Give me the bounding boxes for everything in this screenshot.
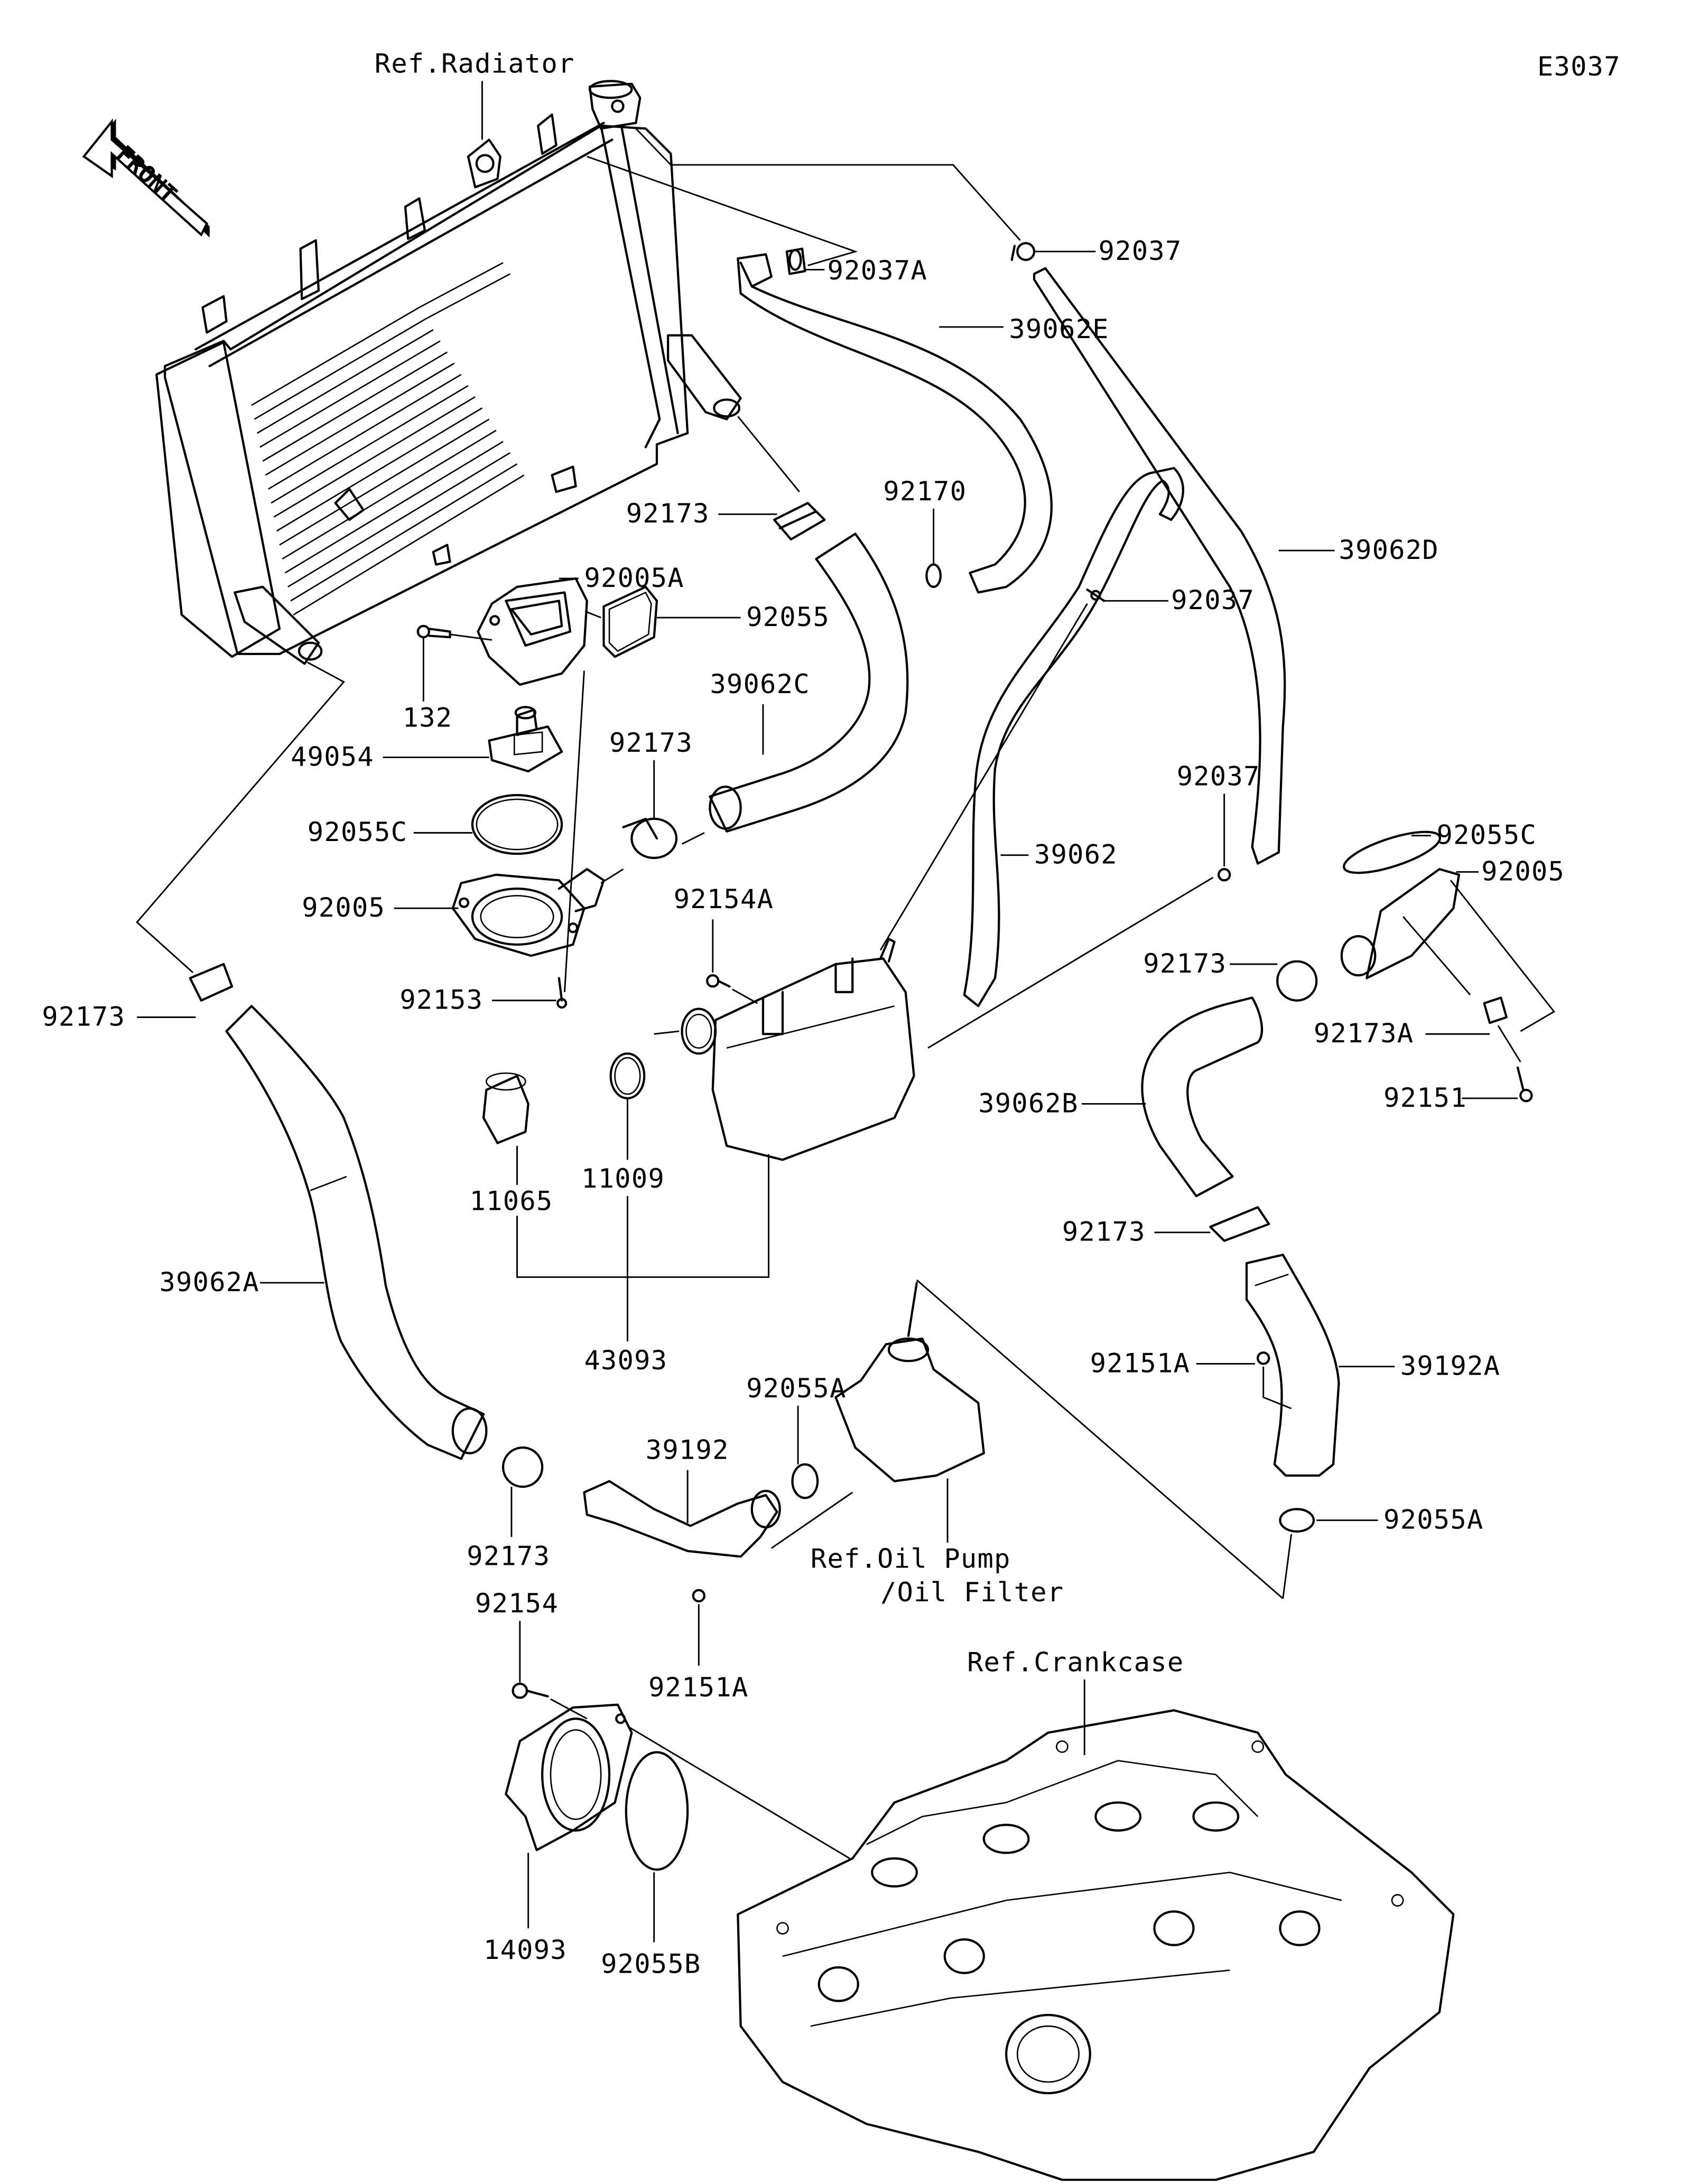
bolt-92153	[556, 977, 568, 1009]
label-43093: 43093	[584, 1345, 667, 1376]
label-92173-bottom: 92173	[467, 1540, 550, 1571]
label-14093: 14093	[484, 1934, 567, 1965]
label-92055b: 92055B	[601, 1948, 701, 1980]
label-92005a: 92005A	[584, 562, 684, 593]
label-92055a-mid: 92055A	[746, 1373, 846, 1404]
label-92151: 92151	[1383, 1082, 1467, 1113]
crankcase	[737, 1709, 1455, 2181]
bolt-92151a-bottom	[692, 1589, 706, 1603]
clip-92173a	[1483, 996, 1508, 1024]
label-92055a-right: 92055A	[1383, 1504, 1483, 1535]
clamp-92173-top	[773, 502, 826, 541]
clip-92037a	[785, 247, 806, 275]
label-11009: 11009	[581, 1163, 665, 1194]
clamp-92173-bottom	[501, 1446, 544, 1488]
water-pump-cover-14093	[505, 1703, 633, 1851]
oil-pump	[834, 1281, 985, 1482]
ref-crankcase-label: Ref.Crankcase	[967, 1646, 1184, 1677]
label-92173-top: 92173	[626, 498, 710, 529]
ref-oil-pump-label: Ref.Oil Pump	[811, 1543, 1011, 1574]
diagram-code: E3037	[1537, 51, 1621, 82]
label-92055c-left: 92055C	[308, 816, 407, 847]
label-39192a: 39192A	[1400, 1350, 1500, 1382]
label-39062b: 39062B	[978, 1087, 1078, 1118]
label-92055: 92055	[746, 601, 830, 632]
label-92037a: 92037A	[828, 255, 927, 286]
hose-39062d	[1033, 267, 1286, 865]
o-ring-92055a-mid	[791, 1463, 819, 1499]
clip-92037-right	[1218, 868, 1231, 882]
o-ring-92055b	[625, 1751, 689, 1871]
gasket-11009	[609, 1052, 646, 1100]
bolt-132	[416, 624, 451, 639]
label-39062d: 39062D	[1339, 534, 1439, 565]
thermostat-cover-92005-right	[1340, 868, 1461, 979]
clip-92173-left	[189, 963, 234, 1002]
label-92005-left: 92005	[302, 892, 385, 923]
reservoir-cap-11065	[482, 1072, 529, 1144]
radiator	[155, 80, 742, 665]
label-49054: 49054	[291, 741, 374, 772]
bolt-92154	[512, 1683, 549, 1699]
pipe-39192a	[1245, 1254, 1340, 1477]
bolt-92154a	[706, 974, 731, 988]
label-39192: 39192	[646, 1434, 729, 1465]
label-92005-right: 92005	[1481, 855, 1565, 886]
label-92151a-bottom: 92151A	[648, 1672, 748, 1703]
label-92154: 92154	[475, 1588, 559, 1619]
hose-39062	[963, 466, 1184, 1007]
hose-39062a	[225, 1005, 488, 1460]
clamp-92173-mid	[622, 817, 678, 860]
bolt-92151	[1516, 1066, 1533, 1103]
label-92037-right: 92037	[1177, 760, 1260, 791]
clip-92170	[925, 563, 942, 588]
label-92173-mid: 92173	[609, 727, 693, 758]
label-132: 132	[403, 702, 453, 733]
thermostat-housing-92005a	[477, 577, 588, 686]
svg-text:FRONT: FRONT	[110, 140, 182, 209]
reservoir-tank-43093	[681, 938, 915, 1161]
clamp-92173-right	[1276, 960, 1318, 1002]
thermostat-49054	[488, 706, 563, 773]
hose-39062c	[709, 533, 909, 833]
label-39062c: 39062C	[710, 668, 810, 699]
gasket-92055	[602, 585, 658, 658]
ref-radiator-label: Ref.Radiator	[375, 48, 575, 79]
label-39062a: 39062A	[159, 1266, 259, 1298]
label-92055c-right: 92055C	[1437, 819, 1537, 851]
clamp-92173-lower-right	[1209, 1206, 1270, 1242]
label-92037-top: 92037	[1099, 235, 1182, 266]
front-arrow-icon: FRONT	[82, 118, 210, 238]
label-92173-left: 92173	[42, 1001, 125, 1032]
label-92037-mid: 92037	[1171, 584, 1255, 615]
hose-39062e	[737, 253, 1053, 594]
label-92173-lower-right: 92173	[1062, 1216, 1146, 1247]
clip-92037-mid	[1086, 589, 1105, 602]
label-92170: 92170	[883, 475, 967, 507]
label-92151a-right: 92151A	[1090, 1347, 1190, 1378]
label-92153: 92153	[399, 984, 483, 1015]
o-ring-92055a-right	[1279, 1508, 1315, 1533]
label-92173-right: 92173	[1143, 948, 1227, 979]
bolt-92151a-right	[1257, 1351, 1270, 1365]
label-11065: 11065	[470, 1185, 553, 1216]
label-92173a: 92173A	[1314, 1018, 1414, 1049]
pipe-39192	[583, 1480, 781, 1558]
o-ring-92055c-right	[1343, 830, 1442, 874]
o-ring-92055c-left	[471, 794, 563, 855]
thermostat-cover-92005-left	[451, 868, 605, 957]
label-92154a: 92154A	[674, 883, 774, 914]
ref-oil-filter-label: /Oil Filter	[880, 1576, 1064, 1608]
label-39062: 39062	[1034, 839, 1118, 870]
hose-39062b	[1141, 996, 1263, 1198]
clip-92037-top	[1010, 242, 1036, 262]
